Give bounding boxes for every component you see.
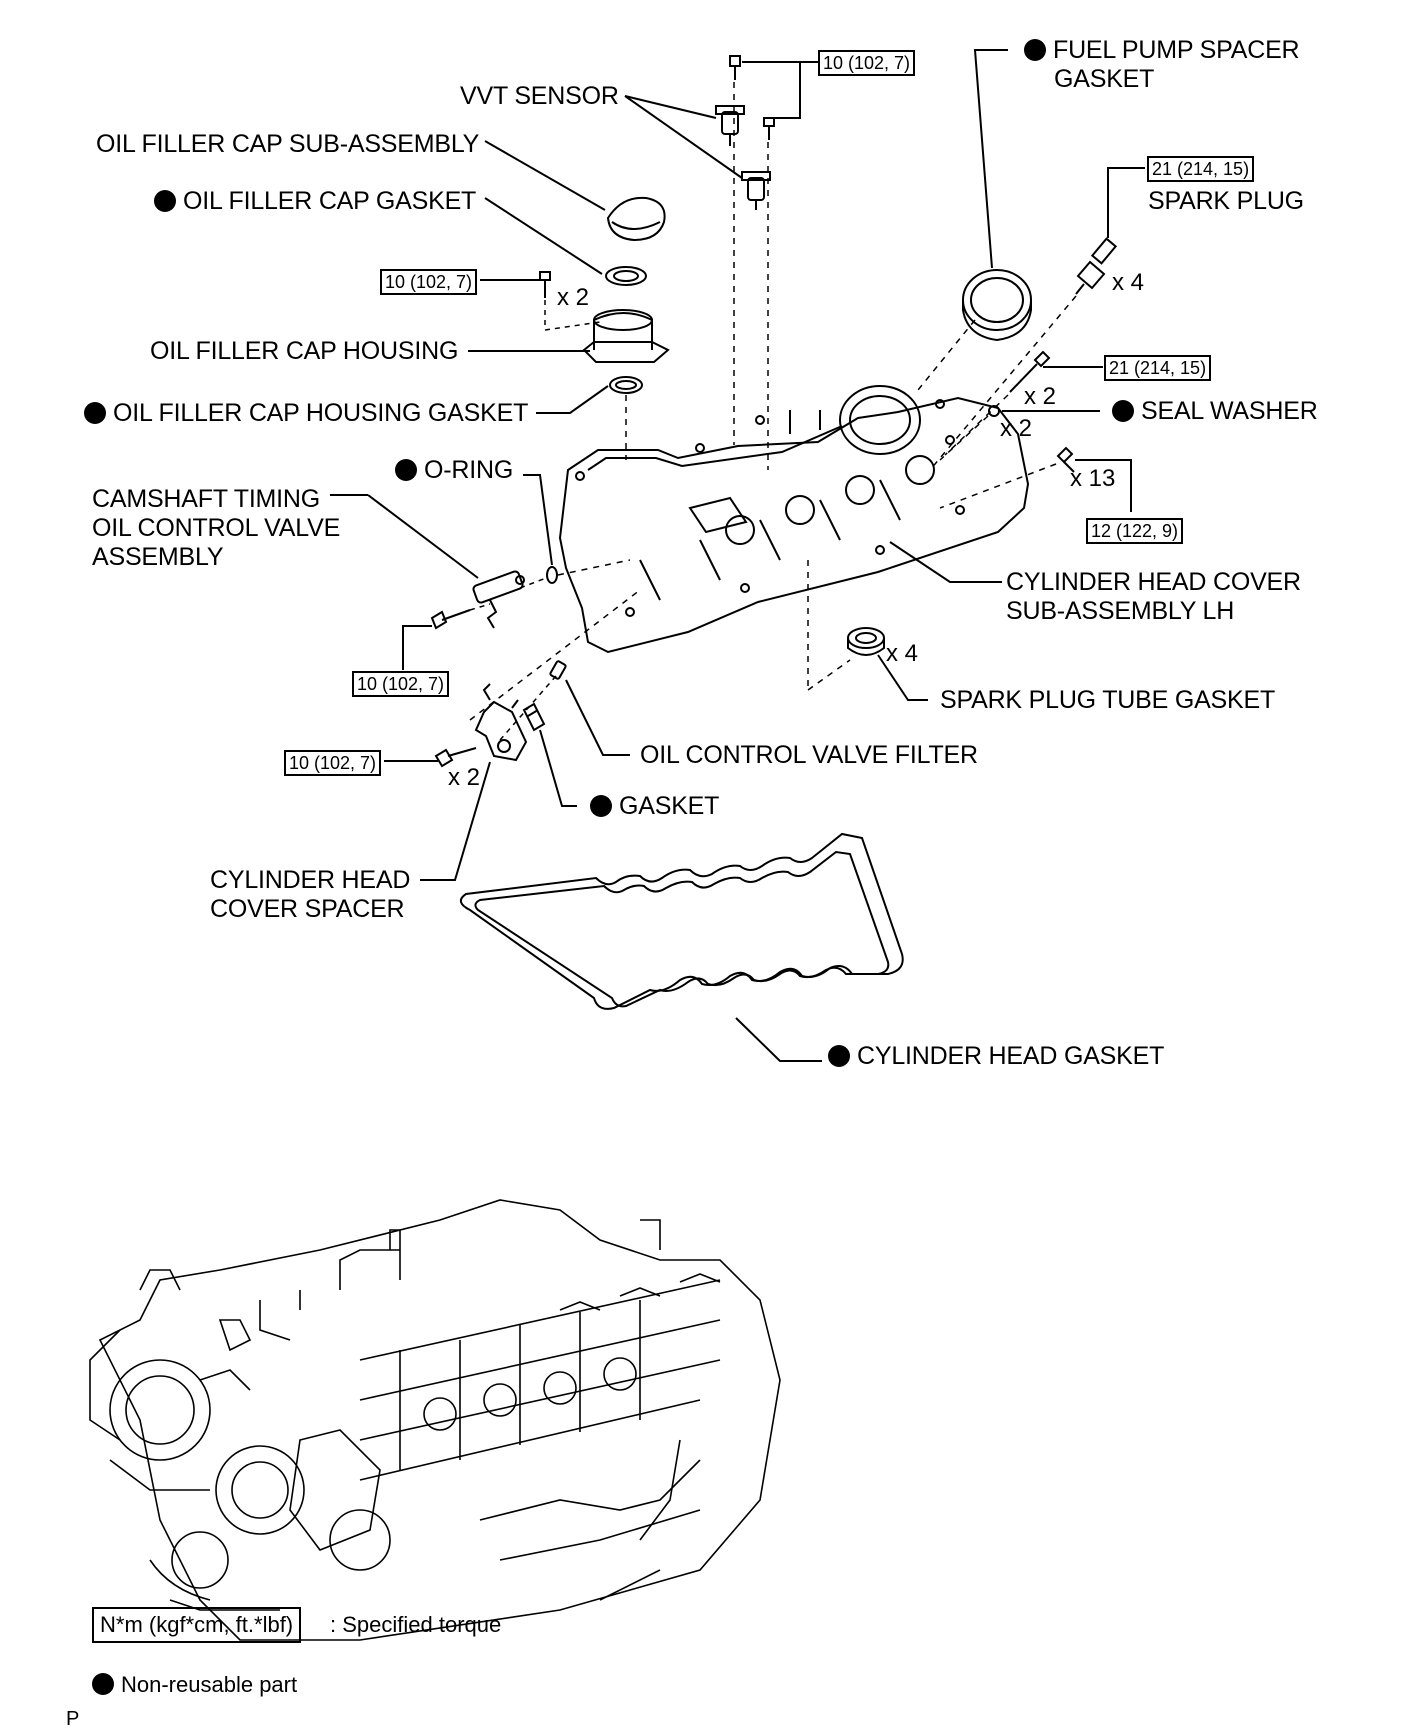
qty-spacer-bolt: x 2 — [448, 764, 481, 791]
camshaft-timing-label-3: ASSEMBLY — [92, 543, 224, 571]
qty-filler-housing-bolt: x 2 — [557, 284, 590, 311]
torque-filler-housing-bolt: 10 (102, 7) — [380, 269, 478, 295]
vvt-bolt-right — [763, 117, 775, 140]
torque-vvt-bolt: 10 (102, 7) — [818, 50, 916, 76]
ocv-bolt-part — [430, 609, 471, 630]
oil-filler-cap-sub-assembly-label: OIL FILLER CAP SUB-ASSEMBLY — [96, 130, 480, 158]
spark-plug-tube-gasket-label: SPARK PLUG TUBE GASKET — [940, 686, 1276, 714]
oil-filler-cap-gasket-part — [605, 266, 647, 286]
oil-filler-cap-housing-label: OIL FILLER CAP HOUSING — [150, 337, 459, 365]
non-reusable-icon — [92, 1673, 114, 1695]
oil-control-valve-filter-label: OIL CONTROL VALVE FILTER — [640, 741, 978, 769]
camshaft-timing-ocv-part — [472, 570, 525, 629]
engine-illustration — [89, 1199, 781, 1641]
gasket-label: GASKET — [590, 792, 719, 821]
seal-washer-label: SEAL WASHER — [1112, 397, 1318, 426]
o-ring-label: O-RING — [395, 456, 513, 485]
fuel-pump-spacer-gasket-part — [962, 269, 1032, 342]
qty-spark-plug: x 4 — [1112, 269, 1145, 296]
cylinder-head-cover-label-2: SUB-ASSEMBLY LH — [1006, 597, 1235, 625]
cylinder-head-gasket-part — [459, 832, 904, 1010]
legend-torque-unit-box: N*m (kgf*cm, ft.*lbf) — [92, 1607, 302, 1643]
non-reusable-icon — [1024, 39, 1046, 61]
camshaft-timing-label-2: OIL CONTROL VALVE — [92, 514, 341, 542]
cover-bolt-part — [1056, 446, 1075, 473]
non-reusable-icon — [1112, 400, 1134, 422]
spark-plug-part — [1075, 237, 1118, 295]
qty-cover-bolt: x 13 — [1070, 465, 1116, 492]
vvt-bolt-top — [729, 55, 741, 80]
o-ring-part — [546, 566, 558, 584]
oil-filler-cap-gasket-label: OIL FILLER CAP GASKET — [154, 187, 476, 216]
oil-filler-cap-housing-gasket-label: OIL FILLER CAP HOUSING GASKET — [84, 399, 528, 428]
housing-gasket-part — [609, 376, 643, 394]
vvt-sensor-lower — [741, 171, 771, 210]
torque-spacer-bolt: 10 (102, 7) — [284, 750, 382, 776]
qty-tube-gasket: x 4 — [886, 640, 919, 667]
cylinder-head-cover-spacer-part — [474, 683, 528, 762]
non-reusable-icon — [395, 459, 417, 481]
cylinder-head-cover-spacer-label-2: COVER SPACER — [210, 895, 405, 923]
oil-control-valve-filter-part — [549, 660, 567, 680]
legend-non-reusable: Non-reusable part — [92, 1670, 297, 1700]
spark-plug-tube-gasket-part — [847, 627, 885, 656]
qty-stud-bolt: x 2 — [1024, 383, 1057, 410]
oil-filler-cap-housing-part — [582, 309, 670, 363]
cylinder-head-cover-body — [558, 385, 1030, 654]
non-reusable-icon — [828, 1045, 850, 1067]
oil-filler-cap — [606, 196, 666, 242]
torque-ocv-bolt: 10 (102, 7) — [352, 671, 450, 697]
qty-seal-washer: x 2 — [1000, 415, 1033, 442]
page-code: P — [66, 1708, 80, 1730]
non-reusable-icon — [84, 402, 106, 424]
non-reusable-icon — [590, 795, 612, 817]
small-gasket-part — [522, 702, 546, 732]
stud-bolt-part — [1009, 350, 1051, 393]
legend-torque-description: : Specified torque — [330, 1612, 502, 1637]
torque-stud-bolt: 21 (214, 15) — [1104, 355, 1212, 381]
vvt-sensor-label: VVT SENSOR — [460, 82, 619, 110]
torque-spark-plug: 21 (214, 15) — [1147, 156, 1255, 182]
non-reusable-icon — [154, 190, 176, 212]
cylinder-head-cover-spacer-label-1: CYLINDER HEAD — [210, 866, 411, 894]
cylinder-head-gasket-label: CYLINDER HEAD GASKET — [828, 1042, 1164, 1071]
camshaft-timing-label-1: CAMSHAFT TIMING — [92, 485, 321, 513]
filler-housing-bolt — [539, 271, 551, 298]
fuel-pump-spacer-gasket-label-1: FUEL PUMP SPACER — [1024, 36, 1300, 65]
spark-plug-label: SPARK PLUG — [1148, 187, 1304, 215]
fuel-pump-spacer-gasket-label-2: GASKET — [1054, 65, 1155, 93]
vvt-sensor-upper — [715, 105, 745, 146]
spacer-bolt-part — [434, 747, 477, 768]
torque-cover-bolt: 12 (122, 9) — [1086, 518, 1184, 544]
cylinder-head-cover-label-1: CYLINDER HEAD COVER — [1006, 568, 1301, 596]
